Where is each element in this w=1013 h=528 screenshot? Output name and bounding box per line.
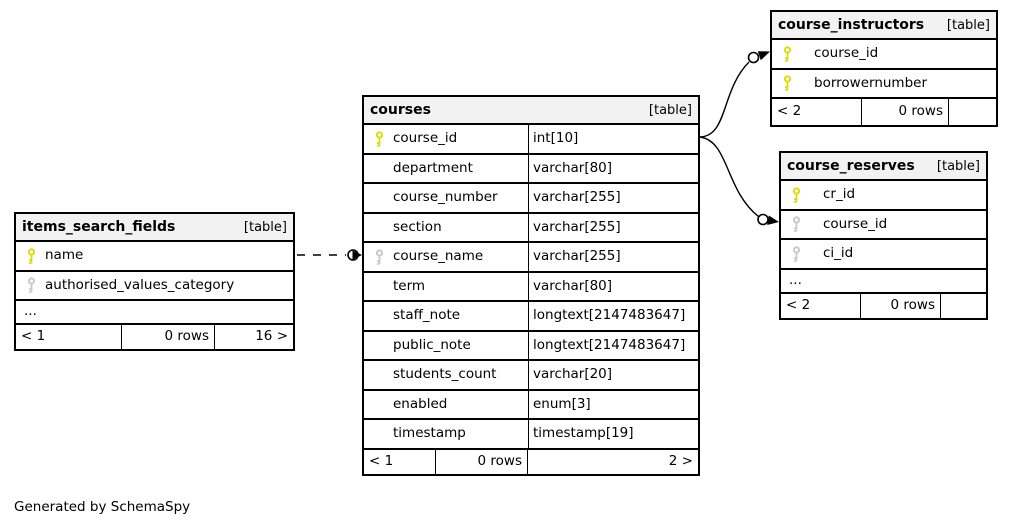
table-footer: < 1 0 rows 2 > — [364, 449, 698, 474]
column-name: section — [393, 218, 442, 235]
table-title[interactable]: course_reserves — [787, 158, 915, 174]
column-name: course_number — [393, 189, 498, 205]
column-type: longtext[2147483647] — [528, 331, 698, 359]
column-type: longtext[2147483647] — [528, 302, 698, 330]
table-type-badge: [table] — [946, 17, 990, 33]
primary-key-icon — [782, 46, 793, 62]
column-name: course_name — [393, 248, 484, 264]
column-name: timestamp — [393, 425, 466, 441]
column-type: int[10] — [528, 125, 698, 153]
column-name: ci_id — [823, 245, 854, 261]
column-row: cr_id — [781, 181, 986, 211]
column-name: public_note — [393, 336, 471, 353]
column-row: section varchar[255] — [364, 213, 698, 243]
table-type-badge: [table] — [648, 102, 692, 118]
table-footer: < 2 0 rows — [772, 99, 996, 125]
row-count: 0 rows — [861, 99, 948, 125]
primary-key-icon — [374, 131, 385, 147]
table-title[interactable]: course_instructors — [778, 17, 925, 33]
primary-key-icon — [791, 187, 802, 203]
column-type: enum[3] — [528, 390, 698, 418]
column-row: course_id int[10] — [364, 125, 698, 155]
column-row: students_count varchar[20] — [364, 361, 698, 391]
table-type-badge: [table] — [243, 219, 287, 235]
column-row: course_id — [781, 210, 986, 240]
table-title[interactable]: courses — [370, 102, 431, 118]
table-courses: courses [table] course_id int[10] depart… — [362, 95, 700, 476]
column-row: course_id — [772, 40, 996, 70]
table-course-instructors: course_instructors [table] course_id bor… — [770, 10, 998, 127]
column-row: enabled enum[3] — [364, 390, 698, 420]
column-row: authorised_values_category — [16, 271, 293, 301]
column-name: term — [393, 277, 426, 294]
column-row: course_name varchar[255] — [364, 243, 698, 273]
column-row: borrowernumber — [772, 69, 996, 99]
table-course-reserves: course_reserves [table] cr_id course_id — [779, 151, 988, 320]
column-name: course_id — [814, 45, 879, 61]
more-columns-ellipsis: ... — [781, 269, 986, 294]
table-type-badge: [table] — [936, 158, 980, 174]
row-count: 0 rows — [121, 325, 214, 349]
column-name: borrowernumber — [814, 74, 928, 91]
child-count — [948, 99, 996, 125]
table-header[interactable]: course_instructors [table] — [772, 12, 996, 40]
table-footer: < 1 0 rows 16 > — [16, 325, 293, 349]
column-row: term varchar[80] — [364, 272, 698, 302]
column-row: public_note longtext[2147483647] — [364, 331, 698, 361]
column-name: name — [45, 247, 84, 263]
child-count — [940, 293, 986, 318]
table-title[interactable]: items_search_fields — [22, 219, 176, 235]
parent-count: < 1 — [21, 328, 46, 345]
column-name: students_count — [393, 366, 497, 382]
column-row: ci_id — [781, 240, 986, 270]
row-count: 0 rows — [435, 449, 527, 474]
column-row: timestamp timestamp[19] — [364, 420, 698, 450]
index-key-icon — [791, 216, 802, 233]
column-row: department varchar[80] — [364, 154, 698, 184]
column-name: cr_id — [823, 186, 856, 202]
table-header[interactable]: course_reserves [table] — [781, 153, 986, 181]
child-count: 2 > — [527, 449, 698, 474]
table-footer: < 2 0 rows — [781, 293, 986, 318]
index-key-icon — [374, 249, 385, 265]
relationship-items-search-fields-courses — [297, 249, 362, 261]
table-header[interactable]: items_search_fields [table] — [16, 214, 293, 242]
column-row: course_number varchar[255] — [364, 184, 698, 214]
generator-credit: Generated by SchemaSpy — [14, 499, 191, 515]
column-name: enabled — [393, 395, 448, 412]
child-count: 16 > — [214, 325, 293, 349]
relationship-courses-course-reserves — [699, 136, 779, 226]
column-name: department — [393, 159, 473, 176]
primary-key-icon — [782, 75, 793, 92]
column-name: authorised_values_category — [45, 276, 235, 293]
index-key-icon — [791, 246, 802, 262]
relationship-courses-course-instructors — [699, 51, 770, 138]
table-items-search-fields: items_search_fields [table] name authori… — [14, 212, 295, 351]
primary-key-icon — [26, 248, 37, 264]
column-type: varchar[80] — [528, 154, 698, 182]
more-columns-ellipsis: ... — [16, 301, 293, 325]
parent-count: < 1 — [369, 452, 394, 469]
column-type: varchar[255] — [528, 213, 698, 241]
column-name: course_id — [393, 130, 458, 146]
column-row: staff_note longtext[2147483647] — [364, 302, 698, 332]
column-type: varchar[20] — [528, 361, 698, 389]
parent-count: < 2 — [777, 103, 802, 120]
table-header[interactable]: courses [table] — [364, 97, 698, 125]
column-name: course_id — [823, 215, 888, 232]
column-type: varchar[255] — [528, 243, 698, 271]
column-type: timestamp[19] — [528, 420, 698, 448]
parent-count: < 2 — [786, 296, 811, 313]
row-count: 0 rows — [860, 293, 940, 318]
column-type: varchar[255] — [528, 184, 698, 212]
column-type: varchar[80] — [528, 272, 698, 300]
column-row: name — [16, 242, 293, 272]
column-name: staff_note — [393, 307, 461, 323]
index-key-icon — [26, 277, 37, 294]
